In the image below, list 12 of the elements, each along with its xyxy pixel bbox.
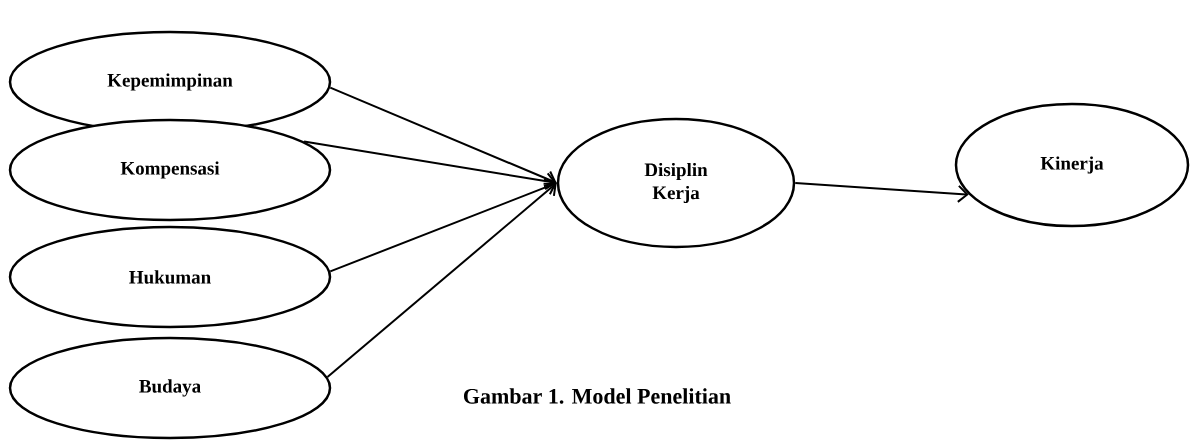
arrow — [329, 178, 557, 273]
ellipse-node: Budaya — [8, 336, 332, 440]
ellipse-node: Hukuman — [8, 225, 332, 329]
ellipse-node: Kinerja — [954, 102, 1190, 228]
ellipse-node: Disiplin Kerja — [556, 117, 796, 249]
arrow — [326, 182, 557, 378]
arrow — [303, 140, 557, 191]
arrow — [794, 182, 969, 203]
ellipse-node: Kompensasi — [8, 118, 332, 222]
caption: Gambar 1. Model Penelitian — [463, 388, 731, 404]
arrow — [329, 86, 557, 188]
ellipse-node: Kepemimpinan — [8, 30, 332, 134]
